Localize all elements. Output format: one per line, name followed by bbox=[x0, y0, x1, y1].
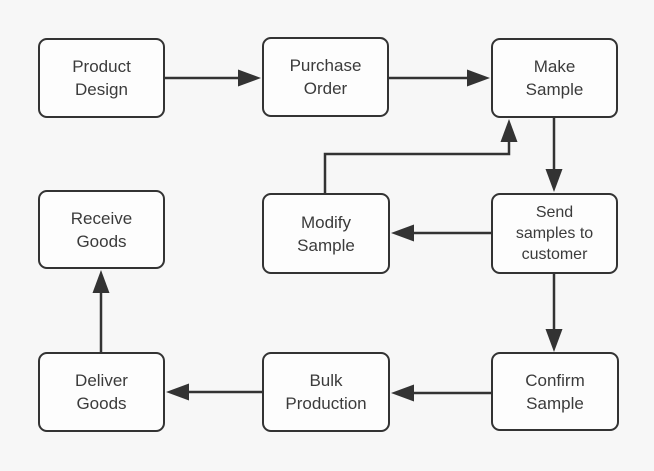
node-bulk-production-label: Bulk Production bbox=[285, 371, 367, 413]
node-purchase-order[interactable]: Purchase Order bbox=[262, 37, 389, 117]
node-send-samples-to-customer-label: Send samples to customer bbox=[515, 204, 594, 263]
arrow-deliver-goods-to-receive-goods bbox=[92, 270, 110, 352]
node-make-sample-label: Make Sample bbox=[525, 57, 584, 99]
node-purchase-order-label: Purchase Order bbox=[289, 56, 362, 98]
arrow-purchase-order-to-make-sample bbox=[389, 69, 490, 87]
node-product-design-label: Product Design bbox=[72, 57, 131, 99]
node-make-sample[interactable]: Make Sample bbox=[491, 38, 618, 118]
arrow-bulk-production-to-deliver-goods bbox=[166, 383, 262, 401]
node-bulk-production[interactable]: Bulk Production bbox=[262, 352, 390, 432]
arrow-send-samples-to-confirm-sample bbox=[545, 274, 563, 352]
arrow-confirm-sample-to-bulk-production bbox=[391, 384, 491, 402]
arrow-make-sample-to-send-samples bbox=[545, 118, 563, 192]
node-send-samples-to-customer[interactable]: Send samples to customer bbox=[491, 193, 618, 274]
node-confirm-sample-label: Confirm Sample bbox=[525, 370, 585, 413]
arrow-send-samples-to-modify-sample bbox=[391, 224, 491, 242]
node-confirm-sample[interactable]: Confirm Sample bbox=[491, 352, 619, 431]
node-receive-goods-label: Receive Goods bbox=[70, 208, 133, 251]
node-receive-goods[interactable]: Receive Goods bbox=[38, 190, 165, 269]
node-deliver-goods-label: Deliver Goods bbox=[75, 371, 128, 413]
node-modify-sample-label: Modify Sample bbox=[297, 212, 355, 255]
node-product-design[interactable]: Product Design bbox=[38, 38, 165, 118]
arrow-product-design-to-purchase-order bbox=[165, 69, 261, 87]
node-modify-sample[interactable]: Modify Sample bbox=[262, 193, 390, 274]
node-deliver-goods[interactable]: Deliver Goods bbox=[38, 352, 165, 432]
arrow-modify-sample-to-make-sample bbox=[323, 119, 518, 193]
